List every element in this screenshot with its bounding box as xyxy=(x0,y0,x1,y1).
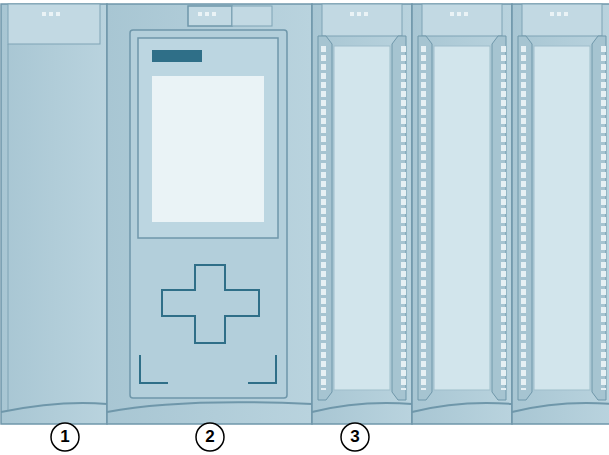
callout-number: 3 xyxy=(341,427,369,447)
callout-number: 2 xyxy=(196,427,224,447)
cpu-module xyxy=(107,4,312,424)
callout-circles xyxy=(51,423,369,451)
power-supply-module xyxy=(1,4,107,424)
io-modules xyxy=(312,4,609,424)
callout-number: 1 xyxy=(51,427,79,447)
